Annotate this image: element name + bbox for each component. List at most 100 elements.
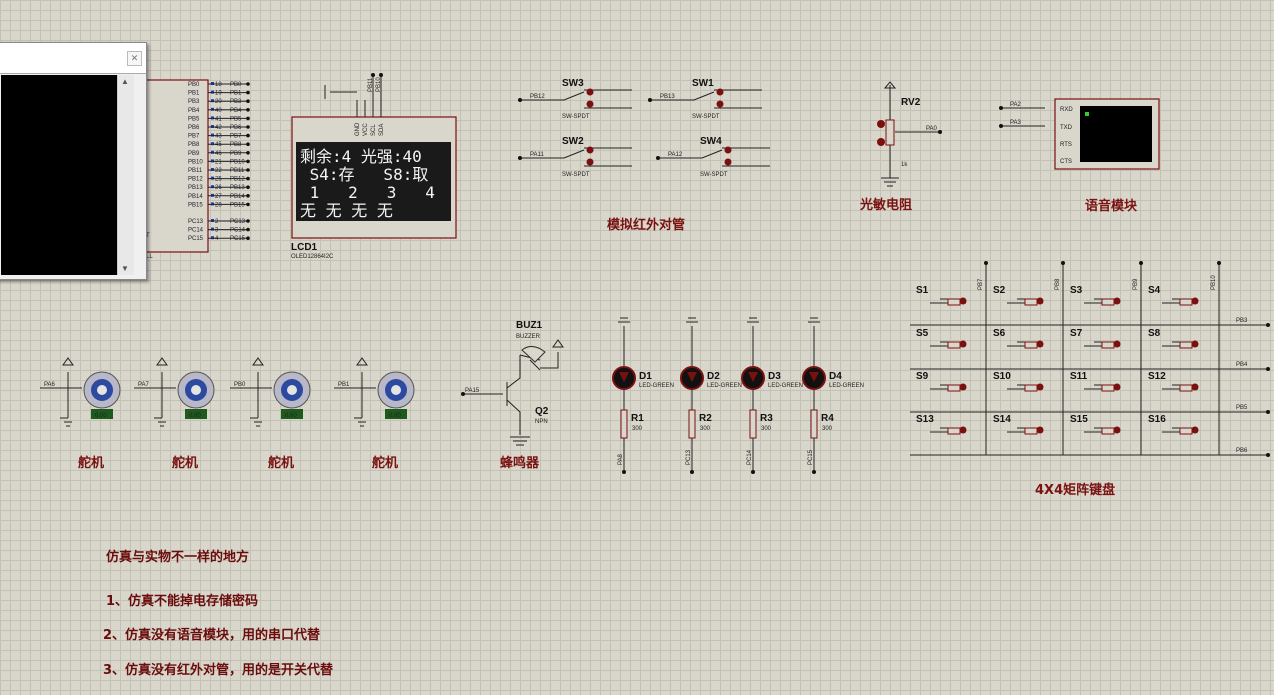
key-s1[interactable]: S1 [916,285,967,306]
key-contact [1191,297,1199,305]
keypad-col-terminal [1217,261,1221,265]
led-terminal [622,470,626,474]
key-s7[interactable]: S7 [1070,328,1121,349]
key-label: S16 [1148,414,1166,425]
key-s13[interactable]: S13 [916,414,967,435]
switch-terminal [518,98,522,102]
key-s5[interactable]: S5 [916,328,967,349]
mcu-pin-number: 18 [215,82,222,88]
terminal-titlebar[interactable]: ✕ [0,43,146,74]
keypad-col-net: PB7 [978,278,984,290]
mcu-pin-net: PB15 [230,202,245,208]
terminal-screen[interactable] [1,75,117,275]
note-item-3: 3、仿真没有红外对管，用的是开关代替 [103,662,334,678]
key-s11[interactable]: S11 [1070,371,1121,392]
key-contact [1191,383,1199,391]
switch-net: PA12 [668,152,683,158]
mcu-pin-label: PC14 [188,228,204,234]
servo-caption: 舵机 [372,455,398,471]
photoresistor[interactable]: RV2 PA0 1k 光敏电阻 [859,81,942,213]
key-s15[interactable]: S15 [1070,414,1121,435]
keypad-row-net: PB6 [1236,448,1248,454]
lcd-part: OLED12864I2C [291,254,334,260]
servo-power [156,357,168,366]
mcu-pin-net: PB5 [230,116,242,122]
mcu-pin-number: 45 [215,142,222,148]
mcu-pin-label: PB0 [188,82,200,88]
key-contact [1191,340,1199,348]
key-contact [959,340,967,348]
notes-title: 仿真与实物不一样的地方 [106,549,249,565]
mcu-pin-label: PB4 [188,108,200,114]
resistor-body [688,409,696,439]
voice-net-2: PA3 [1010,120,1022,126]
scroll-up-icon[interactable]: ▲ [121,77,129,86]
led-terminal [812,470,816,474]
buzzer-circuit[interactable]: BUZ1 BUZZER Q2 NPN PA15 蜂鸣器 [461,320,564,471]
mcu-pin-terminal [246,227,250,232]
key-s12[interactable]: S12 [1148,371,1199,392]
virtual-terminal-window[interactable]: ✕ ▲ ▼ [0,42,147,280]
switch-contact [586,88,594,96]
key-s4[interactable]: S4 [1148,285,1199,306]
mcu-pin-number: 41 [215,116,222,122]
key-body [947,341,961,349]
key-s6[interactable]: S6 [993,328,1044,349]
terminal-scrollbar[interactable]: ▲ ▼ [117,75,134,275]
mcu-pin-net: PB4 [230,108,242,114]
keypad-col-terminal [1139,261,1143,265]
led-part: LED-GREEN [829,383,864,389]
led-symbol [809,372,819,382]
close-icon[interactable]: ✕ [127,51,142,66]
transistor-ref: Q2 [535,406,549,417]
mcu-pin-terminal [246,90,250,95]
mcu-pin-terminal [246,168,250,172]
oled-display[interactable]: 剩余:4 光强:40 S4:存 S8:取 1 2 3 4 无 无 无 无 LCD… [291,73,457,260]
key-s10[interactable]: S10 [993,371,1044,392]
scroll-down-icon[interactable]: ▼ [121,264,129,273]
key-s9[interactable]: S9 [916,371,967,392]
key-s14[interactable]: S14 [993,414,1044,435]
servo-power [356,357,368,366]
mcu-pin-net: PB7 [230,134,242,140]
key-s2[interactable]: S2 [993,285,1044,306]
resistor-body [810,409,818,439]
mcu-pin-net: PB9 [230,151,242,157]
switch-contact [724,158,732,166]
mcu-pin-net: PC14 [230,228,246,234]
keypad-col-terminal [1061,261,1065,265]
key-s3[interactable]: S3 [1070,285,1121,306]
switch-contact [586,158,594,166]
mcu-pin-net: PB14 [230,194,245,200]
key-s8[interactable]: S8 [1148,328,1199,349]
svg-text:LL: LL [146,254,153,260]
key-label: S9 [916,371,929,382]
mcu-pin-terminal [246,151,250,155]
mcu-pin-net: PB12 [230,177,245,183]
voice-module[interactable]: PA2 PA3 RXD TXD RTS CTS 语音模块 [999,98,1160,214]
led-symbol [619,372,629,382]
led-wire [618,317,630,472]
key-body [947,384,961,392]
servo-net: PB1 [338,382,350,388]
mcu-pin-number: 46 [215,151,222,157]
key-s16[interactable]: S16 [1148,414,1199,435]
keypad-row-terminal [1266,410,1270,414]
led-net: PC14 [747,449,753,465]
keypad-row-net: PB4 [1236,362,1248,368]
